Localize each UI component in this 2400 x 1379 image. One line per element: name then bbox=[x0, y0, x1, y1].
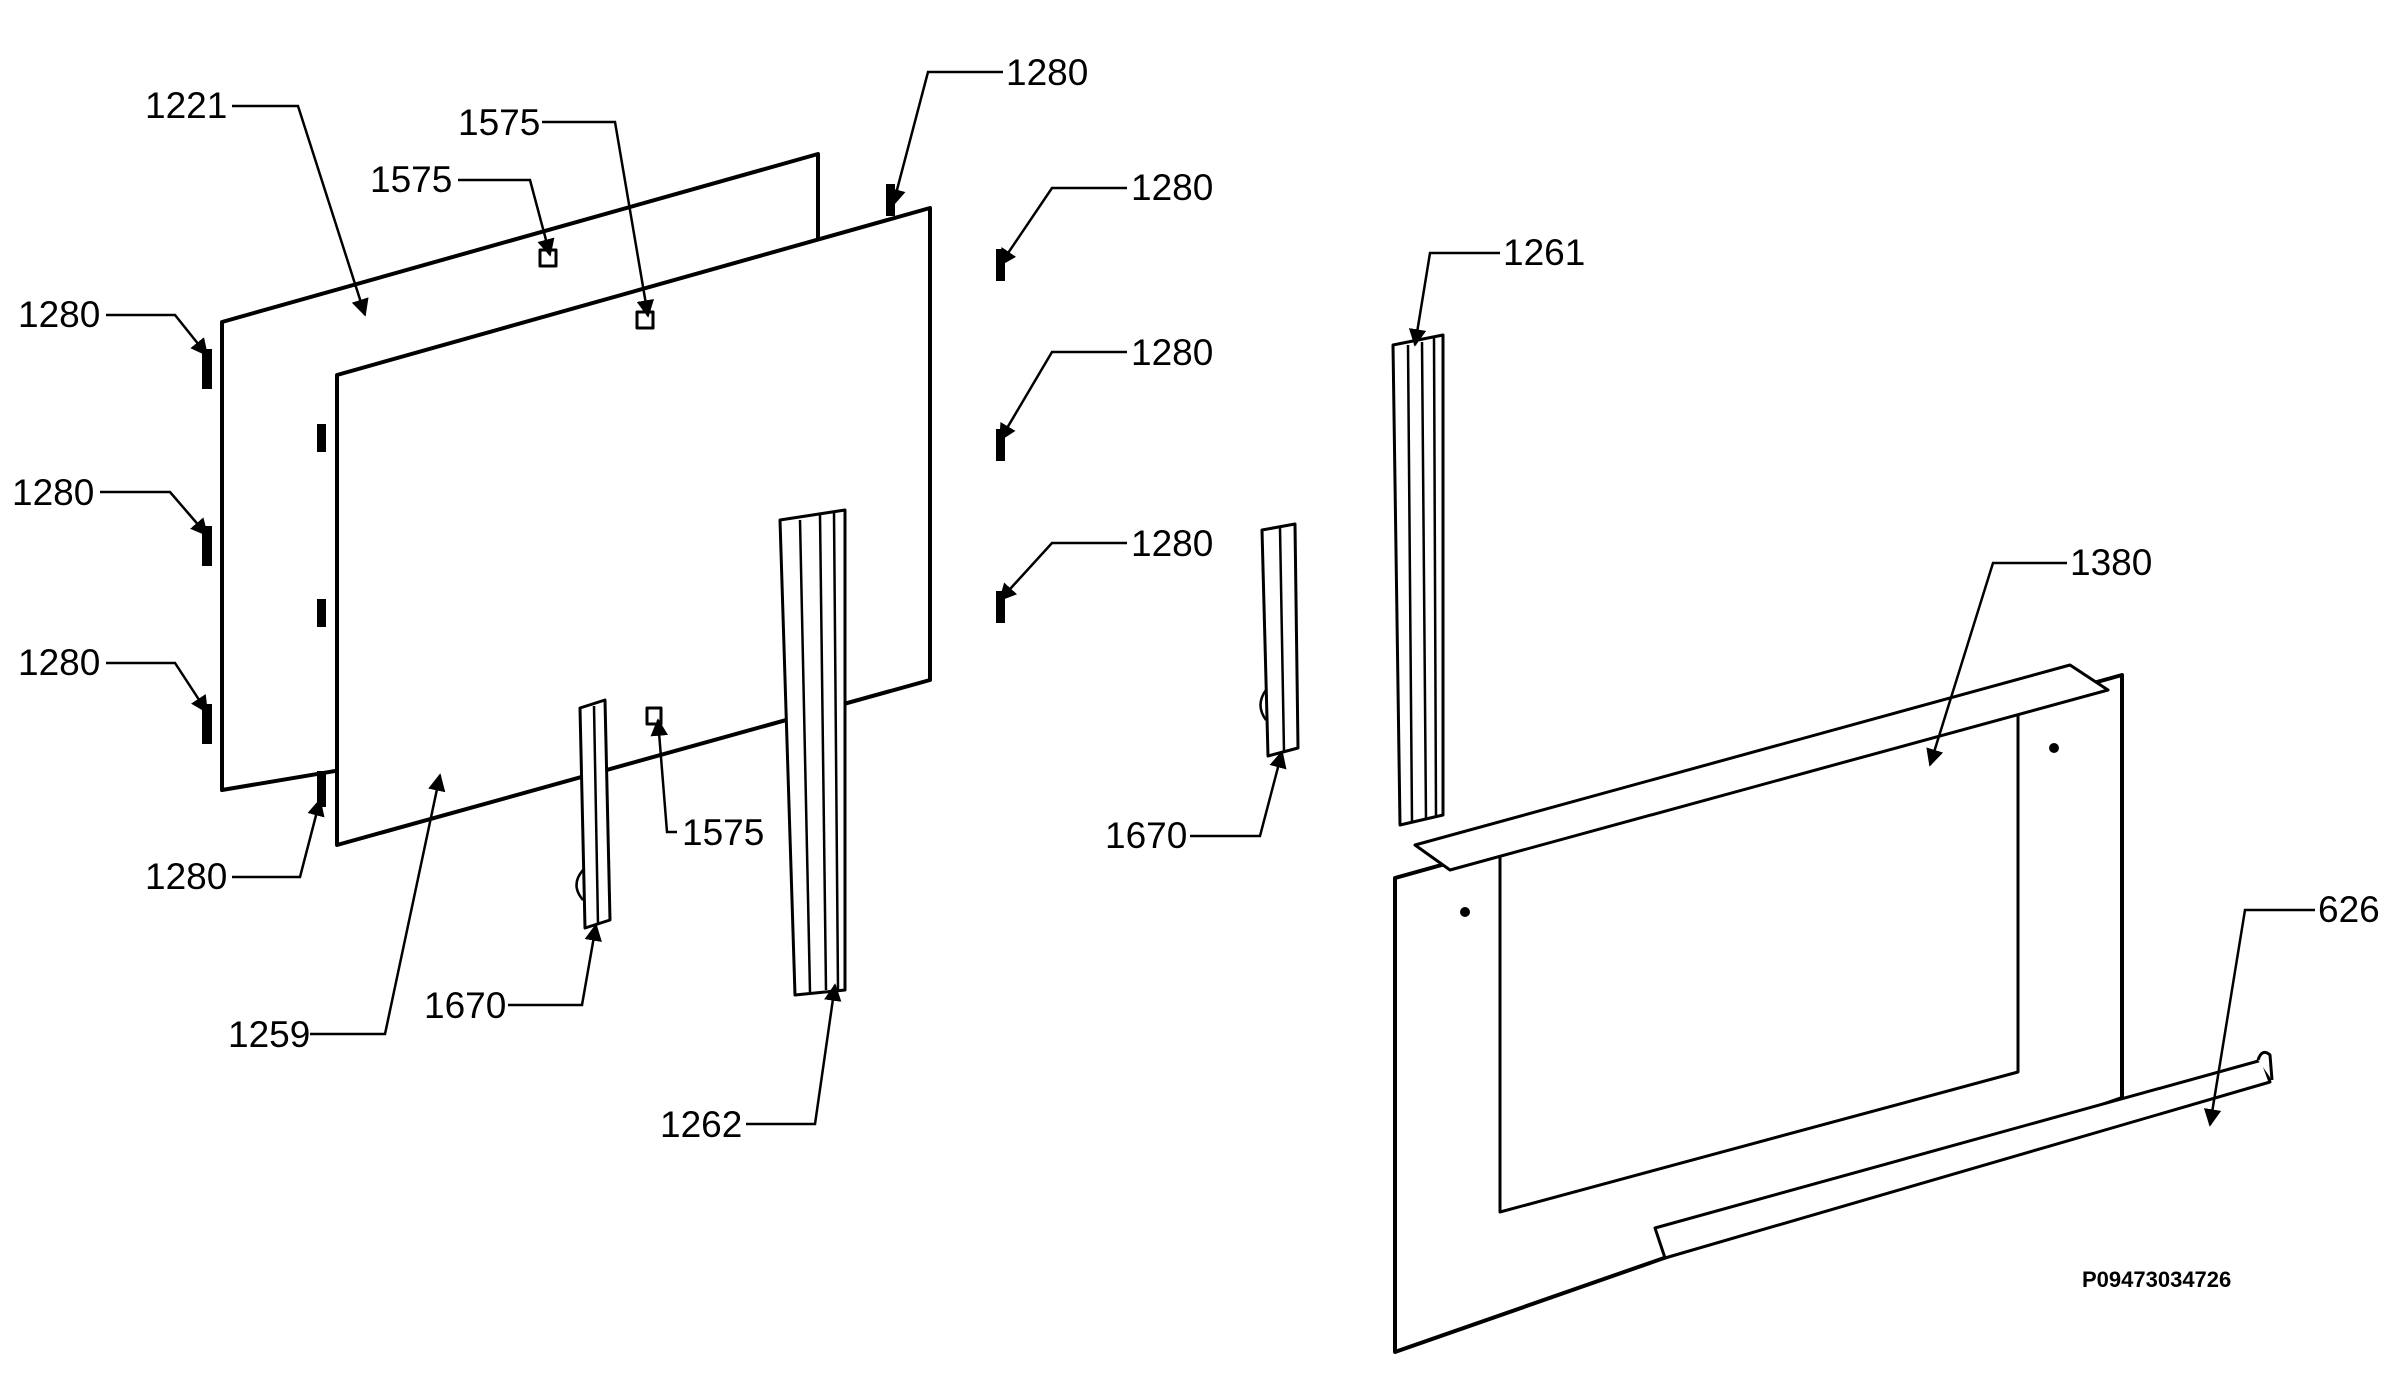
label-626: 626 bbox=[2318, 889, 2380, 930]
bracket-1670-right bbox=[1259, 522, 1300, 758]
label-1670-left: 1670 bbox=[424, 985, 506, 1026]
drawing-code: P09473034726 bbox=[2082, 1267, 2231, 1292]
label-1280-left-1: 1280 bbox=[18, 294, 100, 335]
label-1280-right-3: 1280 bbox=[1131, 523, 1213, 564]
label-1259: 1259 bbox=[228, 1014, 310, 1055]
bracket-1670-left bbox=[575, 698, 612, 930]
label-1575-top: 1575 bbox=[458, 102, 540, 143]
channel-1262 bbox=[778, 508, 847, 997]
label-1261: 1261 bbox=[1503, 232, 1585, 273]
label-1280-right-2: 1280 bbox=[1131, 332, 1213, 373]
label-1280-bottom: 1280 bbox=[145, 856, 227, 897]
clip-1575-top bbox=[538, 248, 558, 268]
clip-1575-mid bbox=[635, 310, 655, 330]
label-1221: 1221 bbox=[145, 85, 227, 126]
door-panel-1380 bbox=[1393, 663, 2124, 1354]
label-1280-right-1: 1280 bbox=[1131, 167, 1213, 208]
label-1575-mid: 1575 bbox=[370, 159, 452, 200]
front-glass-panel-1259 bbox=[335, 206, 932, 847]
label-1575-low: 1575 bbox=[682, 812, 764, 853]
label-1380: 1380 bbox=[2070, 542, 2152, 583]
label-1670-right: 1670 bbox=[1105, 815, 1187, 856]
leader-lines bbox=[100, 70, 2315, 1127]
label-1280-left-2: 1280 bbox=[12, 472, 94, 513]
handle-626 bbox=[1653, 1050, 2274, 1260]
label-1262: 1262 bbox=[660, 1104, 742, 1145]
label-1280-top-right: 1280 bbox=[1006, 52, 1088, 93]
label-1280-left-3: 1280 bbox=[18, 642, 100, 683]
channel-1261 bbox=[1391, 333, 1445, 827]
